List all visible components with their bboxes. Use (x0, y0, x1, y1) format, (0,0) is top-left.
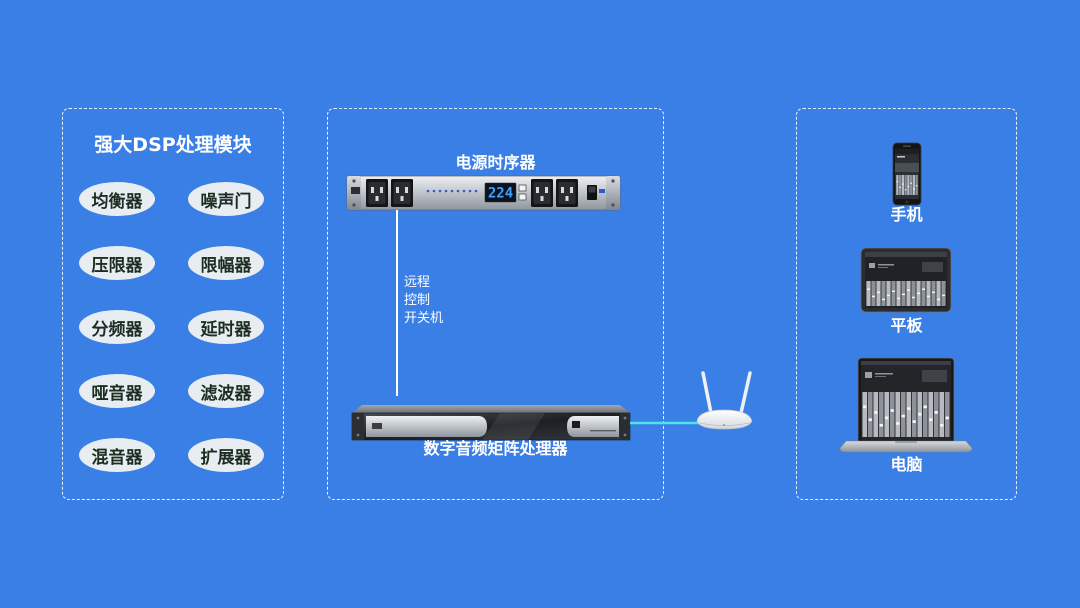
tablet-label: 平板 (890, 316, 923, 335)
hardware-panel (327, 108, 664, 500)
remote-control-caption: 远程 控制 开关机 (404, 274, 443, 328)
wifi-router-icon (696, 371, 753, 430)
dsp-modules-panel (62, 108, 284, 500)
caption-line: 控制 (404, 293, 431, 308)
laptop-label: 电脑 (890, 455, 923, 474)
caption-line: 远程 (404, 275, 431, 290)
router-body (696, 409, 753, 430)
module-mute: 哑音器 (79, 374, 155, 408)
module-limiter: 限幅器 (188, 246, 264, 280)
module-delay: 延时器 (188, 310, 264, 344)
module-expander: 扩展器 (188, 438, 264, 472)
module-filter: 滤波器 (188, 374, 264, 408)
caption-line: 开关机 (404, 311, 444, 326)
matrix-processor-label: 数字音频矩阵处理器 (423, 439, 568, 458)
power-sequencer-label: 电源时序器 (455, 153, 536, 172)
module-noise-gate: 噪声门 (188, 182, 264, 216)
router-led (723, 424, 725, 426)
router-antenna-right (739, 371, 752, 415)
module-crossover: 分频器 (79, 310, 155, 344)
router-edge (699, 422, 750, 426)
module-mixer: 混音器 (79, 438, 155, 472)
dsp-module-list: 均衡器 噪声门 压限器 限幅器 分频器 延时器 哑音器 滤波器 混音器 扩展器 (79, 182, 264, 472)
module-compressor: 压限器 (79, 246, 155, 280)
phone-label: 手机 (890, 205, 923, 224)
router-antenna-left (701, 371, 713, 415)
dsp-panel-title: 强大DSP处理模块 (94, 134, 252, 156)
client-devices-panel (796, 108, 1017, 500)
module-equalizer: 均衡器 (79, 182, 155, 216)
